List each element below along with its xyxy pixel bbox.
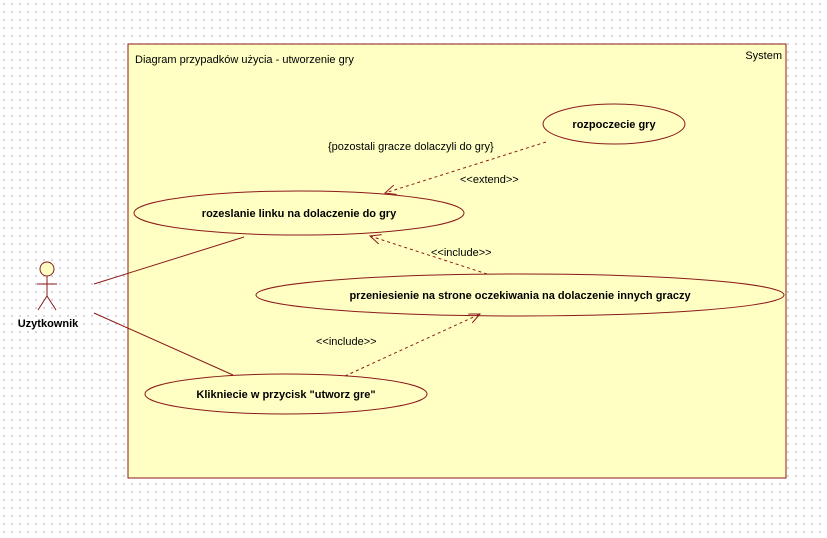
association-klikniecie [93, 312, 234, 376]
diagram-title: Diagram przypadków użycia - utworzenie g… [135, 54, 354, 66]
include-arrow-2 [344, 314, 480, 377]
usecase-label: rozeslanie linku na dolaczenie do gry [202, 208, 397, 220]
actor-leg-left [37, 295, 48, 311]
system-boundary [127, 43, 787, 479]
usecase-label: rozpoczecie gry [572, 119, 656, 131]
usecase-rozeslanie-linku[interactable]: rozeslanie linku na dolaczenie do gry [133, 190, 465, 236]
include-arrow-1 [370, 236, 488, 275]
usecase-rozpoczecie-gry[interactable]: rozpoczecie gry [542, 103, 686, 145]
include-label-1: <<include>> [431, 247, 492, 259]
extend-arrow [385, 141, 547, 193]
actor-head [39, 261, 55, 277]
actor-leg-right [46, 295, 57, 311]
actor-uzytkownik[interactable]: Uzytkownik [18, 261, 79, 330]
association-rozeslanie [93, 236, 245, 285]
include-label-2: <<include>> [316, 336, 377, 348]
usecase-label: Klikniecie w przycisk "utworz gre" [196, 389, 375, 401]
usecase-przeniesienie[interactable]: przeniesienie na strone oczekiwania na d… [255, 273, 785, 317]
extend-label: <<extend>> [460, 174, 519, 186]
actor-label: Uzytkownik [18, 318, 79, 330]
usecase-label: przeniesienie na strone oczekiwania na d… [349, 290, 691, 302]
extend-condition: {pozostali gracze dolaczyli do gry} [328, 141, 494, 153]
system-label: System [745, 50, 782, 62]
usecase-klikniecie[interactable]: Klikniecie w przycisk "utworz gre" [144, 373, 428, 415]
